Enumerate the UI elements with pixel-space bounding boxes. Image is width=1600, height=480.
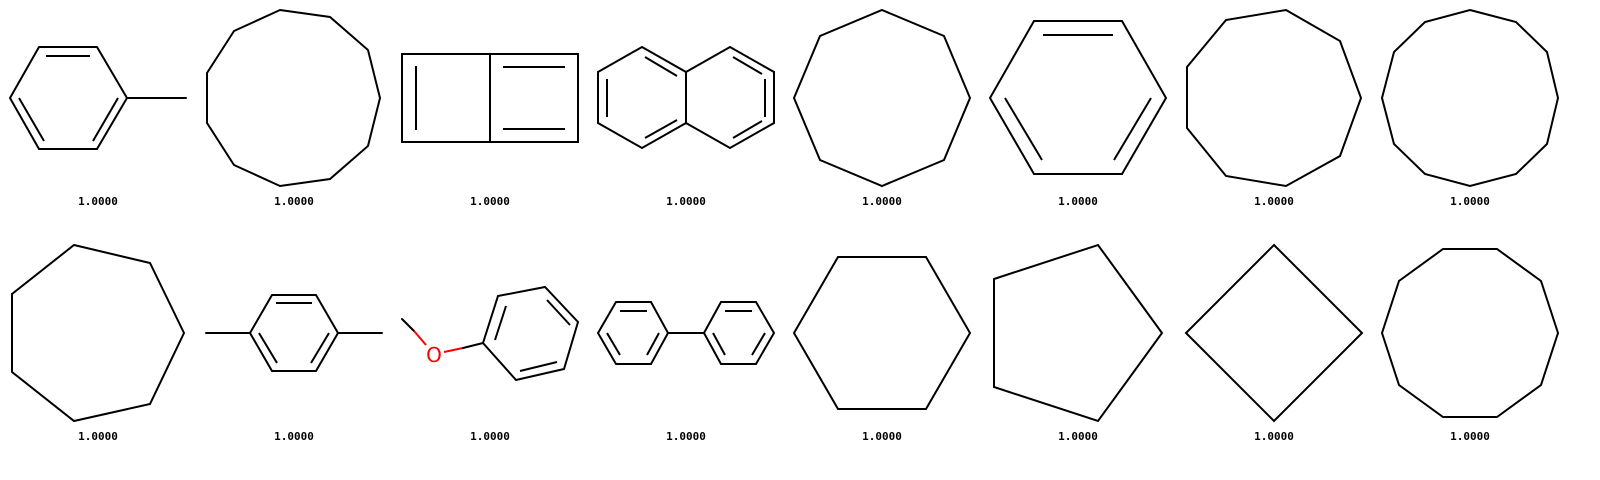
score-label: 1.0000	[862, 430, 902, 443]
molecule-naphthalene: 1.0000	[597, 45, 775, 208]
score-label: 1.0000	[1254, 430, 1294, 443]
score-label: 1.0000	[78, 430, 118, 443]
molecule-cyclooctane: 1.0000	[792, 8, 972, 208]
molecule-cycloheptane: 1.0000	[11, 243, 186, 443]
score-label: 1.0000	[1058, 195, 1098, 208]
score-label: 1.0000	[862, 195, 902, 208]
score-label: 1.0000	[78, 195, 118, 208]
score-label: 1.0000	[1058, 430, 1098, 443]
molecule-cyclodecane: 1.0000	[206, 8, 382, 208]
molecule-bicyclo-diene: 1.0000	[401, 53, 579, 208]
score-label: 1.0000	[666, 195, 706, 208]
molecule-p-xylene: 1.0000	[205, 294, 383, 443]
molecule-cyclodecane: 1.0000	[1380, 8, 1560, 208]
score-label: 1.0000	[1254, 195, 1294, 208]
oxygen-atom-label: O	[426, 343, 442, 367]
molecule-benzene: 1.0000	[988, 20, 1168, 208]
molecule-toluene: 1.0000	[8, 46, 187, 208]
score-label: 1.0000	[666, 430, 706, 443]
score-label: 1.0000	[274, 195, 314, 208]
score-label: 1.0000	[470, 195, 510, 208]
molecule-cyclohexane: 1.0000	[792, 256, 972, 443]
score-label: 1.0000	[470, 430, 510, 443]
molecule-cyclobutane: 1.0000	[1184, 243, 1364, 443]
molecule-biphenyl: 1.0000	[596, 301, 776, 443]
molecule-cyclononane: 1.0000	[1186, 8, 1363, 208]
molecule-anisole: O 1.0000	[401, 285, 580, 443]
score-label: 1.0000	[274, 430, 314, 443]
score-label: 1.0000	[1450, 430, 1490, 443]
score-label: 1.0000	[1450, 195, 1490, 208]
molecule-cyclononane: 1.0000	[1380, 248, 1560, 443]
molecule-cyclopentane: 1.0000	[993, 243, 1164, 443]
